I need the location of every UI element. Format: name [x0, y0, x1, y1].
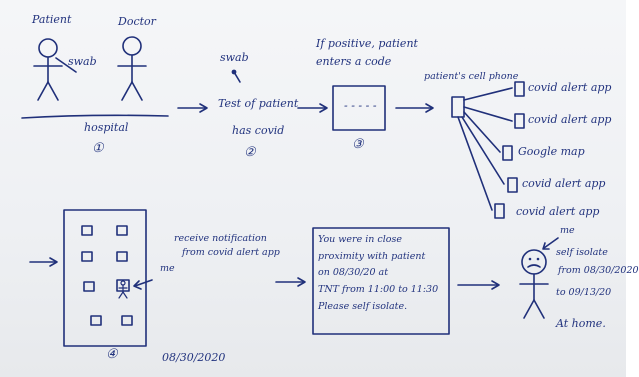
arrow-2-to-3	[297, 103, 328, 113]
at-home-label: At home.	[556, 317, 606, 330]
phone-app-label-2: covid alert app	[528, 113, 612, 126]
hospital-ground-line	[21, 114, 169, 119]
step-2-number: ②	[244, 145, 256, 160]
phone-app-label-4: covid alert app	[522, 177, 606, 190]
swab-label: swab	[68, 55, 97, 68]
arrow-me-label	[542, 237, 559, 250]
outcome-me-label: me	[560, 225, 575, 236]
code-line-1: If positive, patient	[316, 37, 418, 50]
phone-icon	[502, 145, 513, 161]
swab-stroke	[55, 57, 77, 73]
message-line-5: Please self isolate.	[318, 300, 408, 312]
code-field-text: - - - - -	[344, 99, 377, 112]
phone-icon	[494, 203, 505, 219]
me-at-home-figure	[519, 249, 549, 319]
building-me-label: me	[160, 263, 175, 274]
patient-phone-icon	[451, 96, 465, 118]
isolate-line-1: self isolate	[556, 247, 608, 258]
patient-label: Patient	[32, 13, 72, 26]
message-line-2: proximity with patient	[318, 250, 426, 262]
arrow-to-outcome	[457, 280, 500, 290]
doctor-label: Doctor	[118, 15, 156, 28]
message-line-4: TNT from 11:00 to 11:30	[318, 283, 439, 295]
message-box	[312, 227, 450, 335]
phone-app-label-3: Google map	[518, 145, 585, 158]
isolate-line-3: to 09/13/20	[556, 287, 612, 298]
me-at-home-eyes	[528, 257, 540, 261]
patient-figure	[33, 38, 63, 101]
arrow-into-building	[29, 257, 58, 267]
arrow-to-me	[133, 279, 153, 290]
message-line-3: on 08/30/20 at	[318, 267, 389, 279]
step-3-number: ③	[352, 137, 364, 152]
hospital-label: hospital	[84, 121, 129, 134]
test-swab-label: swab	[220, 51, 249, 64]
date-label: 08/30/2020	[162, 351, 226, 364]
swab-pin	[231, 69, 241, 83]
doctor-figure	[117, 36, 147, 101]
code-entry-box	[332, 85, 386, 131]
notification-line-1: receive notification	[174, 233, 267, 244]
phone-icon	[507, 177, 518, 193]
arrow-3-to-phone	[395, 103, 434, 113]
arrow-to-message	[275, 277, 306, 287]
phone-app-label-5: covid alert app	[516, 205, 600, 218]
message-line-1: You were in close	[318, 234, 402, 245]
step-4-number: ④	[106, 347, 118, 362]
me-in-building-figure	[118, 280, 128, 299]
step-1-number: ①	[92, 141, 104, 156]
building-outline	[63, 209, 147, 347]
test-line-2: has covid	[232, 124, 285, 137]
isolate-line-2: from 08/30/2020	[558, 265, 639, 276]
phone-app-label-1: covid alert app	[528, 81, 612, 94]
code-line-2: enters a code	[316, 55, 392, 68]
arrow-1-to-2	[177, 103, 208, 113]
diagram-drawing	[21, 36, 559, 347]
phone-icon	[514, 81, 525, 97]
building-windows	[81, 225, 133, 326]
phone-icon	[514, 113, 525, 129]
fanout-lines	[457, 87, 513, 211]
notification-line-2: from covid alert app	[182, 247, 280, 258]
message-text: You were in close proximity with patient…	[318, 232, 438, 315]
test-line-1: Test of patient	[218, 97, 299, 110]
patient-phone-label: patient's cell phone	[424, 71, 519, 82]
